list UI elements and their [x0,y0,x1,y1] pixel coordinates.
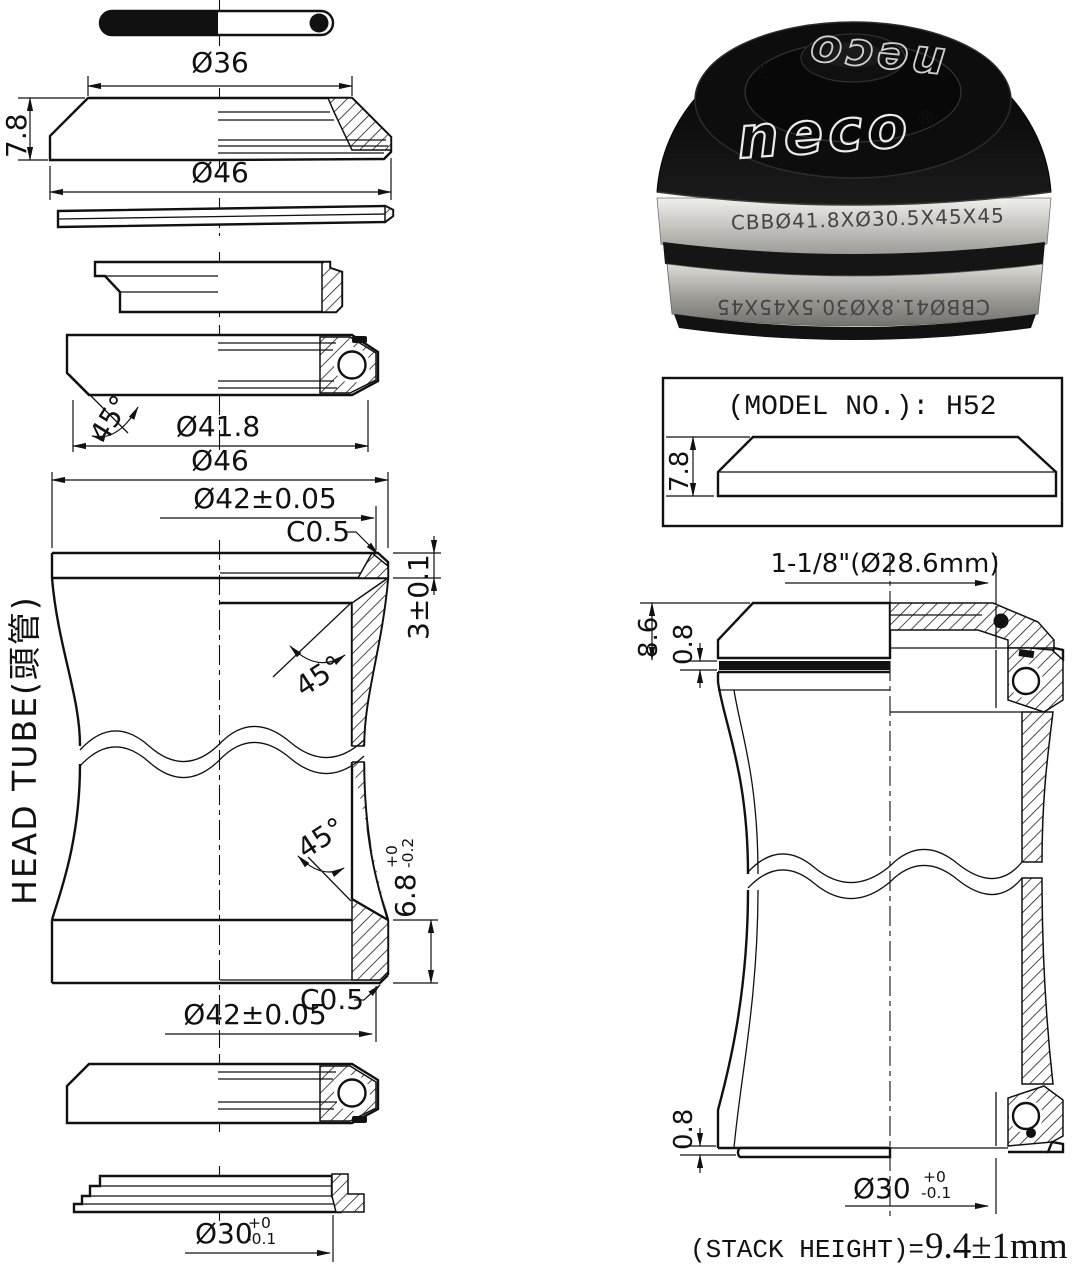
seat-angle-upper-label: 45° [289,649,349,704]
model-number-label: (MODEL NO.): H52 [728,392,997,423]
top-cap-section-view: 7.8 Ø46 [0,88,393,200]
bearing-engraving-bottom: CBBØ41.8XØ30.5X45X45 [716,295,990,319]
dim-crown-race-tol-minus: -0.1 [246,1230,276,1248]
dim-cap-od-label: Ø46 [191,156,249,189]
dim-seat-depth-bottom-tol-minus: -0.2 [399,838,417,868]
head-tube-section-view: Ø46 Ø42±0.05 C0.5 45° 3±0.1 [50,444,441,1048]
dim-stack-top-label: 8.6 [634,617,664,658]
photo-groove [663,242,1045,276]
dim-seat-depth-bottom-group: 6.8 +0 -0.2 [383,838,422,918]
compression-ring-section-view [93,252,344,322]
assembly-section-view: 1-1/8"(Ø28.6mm) [634,549,1065,1218]
dim-cap-height-label: 7.8 [0,113,33,158]
photo-lower-bearing-ring [666,263,1044,327]
dim-tube-od-label: Ø46 [191,444,249,477]
stack-height-label: (STACK HEIGHT)= [690,1235,924,1265]
assembly-seal-band [719,661,890,670]
dim-seat-depth-top-label: 3±0.1 [402,554,435,640]
stack-height-value: 9.4±1mm [925,1226,1068,1267]
dim-crown-group: Ø30 +0 -0.1 [845,1158,997,1214]
chamfer-bottom-label: C0.5 [300,983,364,1016]
photo-bottom-rim [674,314,1036,340]
dim-seal-bottom-label: 0.8 [669,1109,699,1150]
chamfer-top-label: C0.5 [286,515,350,548]
dim-cap-top-od-label: Ø36 [191,46,249,79]
dim-crown-race-tol-plus: +0 [248,1214,271,1232]
dim-seat-depth-bottom-tol-plus: +0 [383,845,401,868]
model-box-height-label: 7.8 [665,451,695,492]
dim-seal-top-label: 0.8 [669,624,699,665]
dim-crown-label: Ø30 [853,1172,911,1205]
dim-bore-bottom-label: Ø42±0.05 [183,998,326,1031]
stack-height-note: (STACK HEIGHT)= 9.4±1mm [690,1226,1068,1267]
seal-washer-section-view [56,198,395,236]
dim-bearing-od-label: Ø41.8 [176,410,260,443]
brand-reg-front: ® [916,107,935,129]
model-number-box: (MODEL NO.): H52 7.8 [661,376,1064,528]
brand-logo-front: neco [735,92,914,172]
dim-cap-top-od: Ø36 [87,46,353,96]
crown-race-section-view: Ø30 +0 -0.1 [72,1166,365,1262]
dim-crown-race-group: Ø30 +0 -0.1 [185,1214,334,1262]
product-photo: neco ® neco ® CBBØ41.8XØ30.5X45X45 CBBØ4… [656,21,1052,340]
o-ring-section-view [98,0,335,46]
dim-crown-tol-minus: -0.1 [921,1184,951,1202]
brand-reg-top: ® [753,56,771,77]
upper-bearing-section-view: 45° Ø41.8 [65,325,380,452]
assembly-oring-dot [993,613,1009,629]
dim-bore-top-label: Ø42±0.05 [193,482,336,515]
head-tube-title: HEAD TUBE(頭管) [5,595,44,905]
bearing-angle-label: 45° [83,389,137,449]
steerer-size-label: 1-1/8"(Ø28.6mm) [770,549,999,579]
dim-crown-race-label: Ø30 [195,1217,253,1250]
lower-bearing-section-view [65,1054,380,1132]
dim-crown-tol-plus: +0 [923,1168,946,1186]
dim-seat-depth-bottom-label: 6.8 [389,873,422,918]
